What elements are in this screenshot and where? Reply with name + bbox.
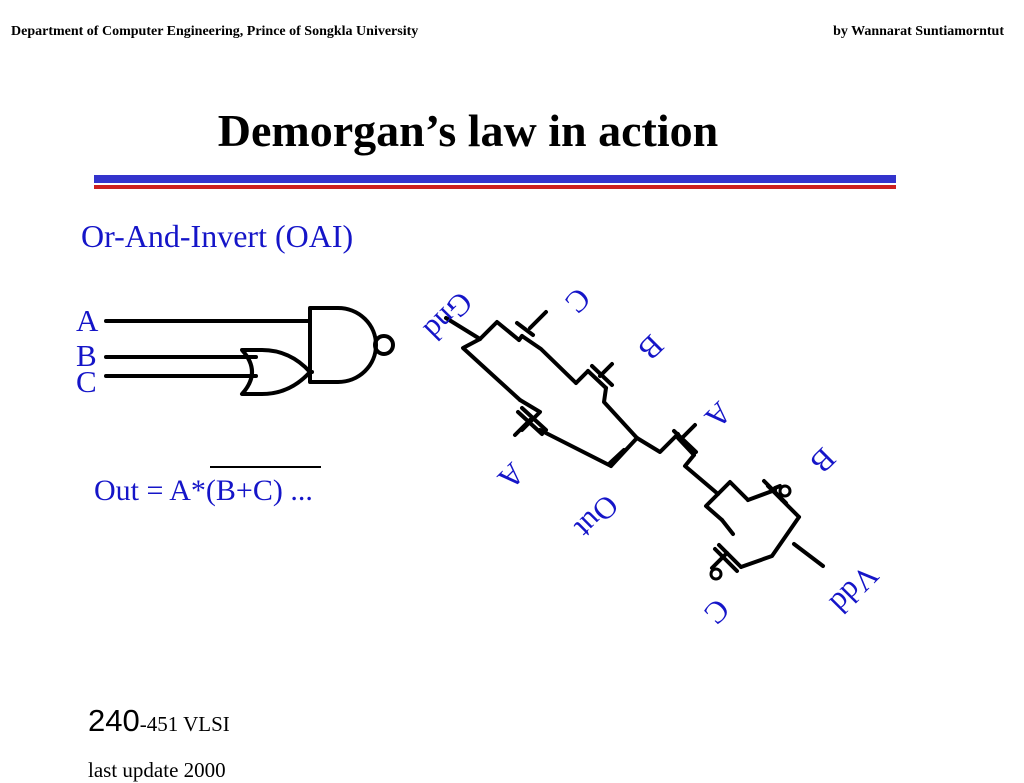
gate-input-c: C	[76, 364, 97, 399]
label-c-bottom: C	[697, 592, 736, 631]
label-a-left: A	[491, 456, 532, 497]
equation-overbar	[210, 466, 321, 468]
and-gate	[308, 306, 378, 384]
title-rule-blue	[94, 175, 896, 183]
equation-body: A*(B+C)	[169, 474, 283, 507]
label-vdd: Vdd	[823, 558, 886, 621]
pmos-bubble-b	[778, 484, 792, 498]
label-b-top: B	[631, 328, 670, 367]
label-b-right: B	[803, 441, 842, 480]
gate-input-a: A	[76, 303, 99, 338]
footer-course: 240-451 VLSI	[88, 703, 230, 739]
footer-course-number: 240	[88, 703, 140, 738]
or-gate	[240, 348, 312, 396]
pmos-bubble-c	[709, 567, 723, 581]
header-department: Department of Computer Engineering, Prin…	[11, 24, 419, 39]
header-author: by Wannarat Suntiamorntut	[833, 24, 1004, 39]
label-gnd: Gnd	[417, 285, 480, 348]
label-a-mid: A	[698, 395, 739, 436]
equation-prefix: Out =	[94, 474, 170, 507]
subtitle-oai: Or-And-Invert (OAI)	[81, 218, 354, 254]
inverter-bubble	[373, 334, 395, 356]
title-rule-red	[94, 185, 896, 189]
equation-suffix: ...	[282, 474, 313, 507]
equation: Out = A*(B+C) ...	[94, 474, 313, 508]
footer-date: last update 2000	[88, 758, 226, 782]
transistor-schematic	[444, 310, 825, 573]
slide-title: Demorgan’s law in action	[217, 105, 719, 156]
label-out: Out	[568, 488, 626, 546]
footer-course-name: -451 VLSI	[139, 712, 230, 736]
gate-input-b: B	[76, 338, 97, 373]
gate-schematic	[104, 306, 395, 396]
label-c-top: C	[558, 281, 597, 320]
